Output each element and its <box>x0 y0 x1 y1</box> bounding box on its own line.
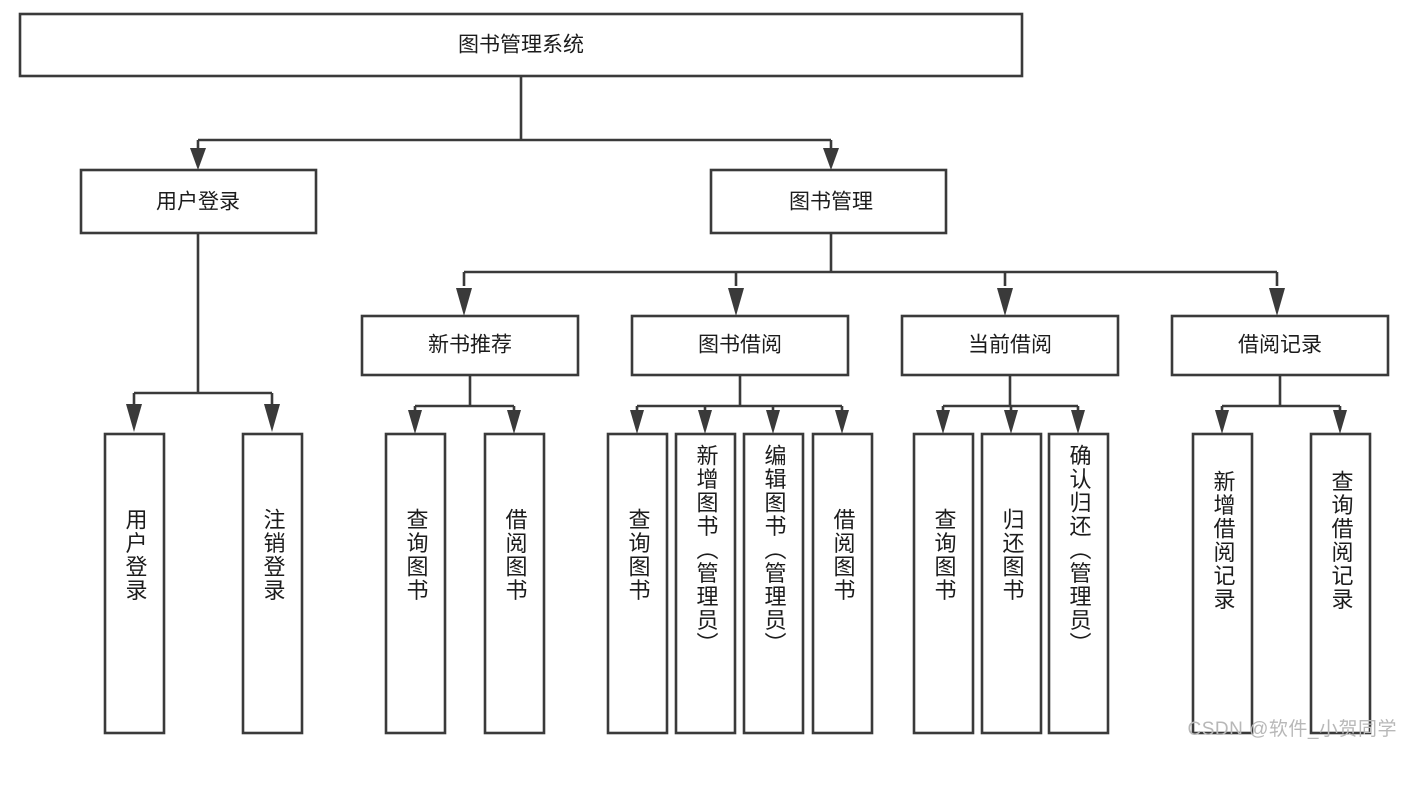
node-user-login-label: 用户登录 <box>156 191 240 214</box>
node-book-management-label: 图书管理 <box>789 191 873 214</box>
arrow-to-current-leaf-1 <box>936 410 950 434</box>
node-user-login-box[interactable] <box>79 168 318 235</box>
leaf-box-logout[interactable] <box>241 432 304 735</box>
flowchart-diagram: 图书管理系统 用户登录 图书管理 新书推荐 图书借阅 当前借阅 借阅记录 <box>18 12 1397 740</box>
leaf-box-add-borrow-record[interactable] <box>1191 432 1254 735</box>
arrow-to-book-borrow <box>728 288 744 316</box>
node-borrow-record-box[interactable] <box>1170 314 1390 377</box>
node-new-book-recommend-label: 新书推荐 <box>428 334 512 357</box>
node-current-borrow-box[interactable] <box>900 314 1120 377</box>
arrow-to-newbook-leaf-2 <box>507 410 521 434</box>
arrow-to-current-borrow <box>997 288 1013 316</box>
arrow-to-borrow-leaf-3 <box>766 410 780 434</box>
flowchart-svg: 图书管理系统 用户登录 图书管理 新书推荐 图书借阅 当前借阅 借阅记录 <box>18 12 1390 735</box>
arrow-to-current-leaf-2 <box>1004 410 1018 434</box>
csdn-watermark: CSDN @软件_小贺同学 <box>1187 719 1397 740</box>
node-root[interactable]: 图书管理系统 <box>18 12 1024 78</box>
node-root-box[interactable] <box>18 12 1024 78</box>
arrow-to-leaf-user-login <box>126 404 142 432</box>
node-new-book-recommend-box[interactable] <box>360 314 580 377</box>
arrow-to-book-mgmt <box>823 148 839 170</box>
leaf-box-add-book-admin[interactable] <box>674 432 737 735</box>
node-book-management[interactable]: 图书管理 <box>709 168 948 235</box>
leaf-box-borrow-book-1[interactable] <box>483 432 546 735</box>
arrow-to-borrow-leaf-2 <box>698 410 712 434</box>
node-book-management-box[interactable] <box>709 168 948 235</box>
leaf-box-borrow-book-2[interactable] <box>811 432 874 735</box>
node-borrow-record-label: 借阅记录 <box>1238 334 1322 357</box>
leaf-box-return-book[interactable] <box>980 432 1043 735</box>
arrow-to-borrow-leaf-1 <box>630 410 644 434</box>
node-user-login[interactable]: 用户登录 <box>79 168 318 235</box>
node-new-book-recommend[interactable]: 新书推荐 <box>360 314 580 377</box>
arrow-to-borrow-record <box>1269 288 1285 316</box>
node-current-borrow[interactable]: 当前借阅 <box>900 314 1120 377</box>
node-book-borrow-box[interactable] <box>630 314 850 377</box>
node-book-borrow-label: 图书借阅 <box>698 334 782 357</box>
arrow-to-leaf-logout <box>264 404 280 432</box>
connector-layer <box>126 76 1347 434</box>
node-root-label: 图书管理系统 <box>458 34 584 57</box>
arrow-to-new-book <box>456 288 472 316</box>
node-borrow-record[interactable]: 借阅记录 <box>1170 314 1390 377</box>
arrow-to-record-leaf-1 <box>1215 410 1229 434</box>
leaf-box-edit-book-admin[interactable] <box>742 432 805 735</box>
leaf-box-query-borrow-record[interactable] <box>1309 432 1372 735</box>
arrow-to-user-login <box>190 148 206 170</box>
leaf-box-query-book-1[interactable] <box>384 432 447 735</box>
arrow-to-record-leaf-2 <box>1333 410 1347 434</box>
leaf-box-user-login[interactable] <box>103 432 166 735</box>
node-current-borrow-label: 当前借阅 <box>968 334 1052 357</box>
arrow-to-newbook-leaf-1 <box>408 410 422 434</box>
leaf-box-query-book-3[interactable] <box>912 432 975 735</box>
leaf-box-confirm-return-admin[interactable] <box>1047 432 1110 735</box>
arrow-to-borrow-leaf-4 <box>835 410 849 434</box>
arrow-to-current-leaf-3 <box>1071 410 1085 434</box>
node-book-borrow[interactable]: 图书借阅 <box>630 314 850 377</box>
leaf-box-query-book-2[interactable] <box>606 432 669 735</box>
